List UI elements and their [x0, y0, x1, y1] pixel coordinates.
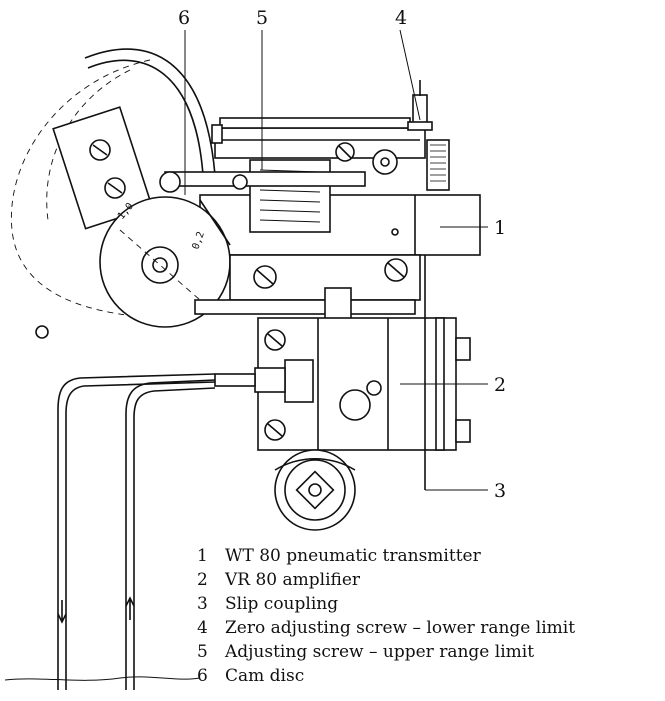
adjust-screw-5-slot	[338, 145, 352, 159]
legend-text-2: VR 80 amplifier	[224, 570, 361, 590]
top-bar	[219, 117, 411, 129]
ground-line	[4, 676, 201, 681]
plate-screw-bottom-slot	[107, 182, 123, 194]
legend-num-4: 4	[197, 618, 208, 638]
legend-text-4: Zero adjusting screw – lower range limit	[225, 618, 575, 638]
bottom-rail	[194, 299, 416, 315]
amplifier-tab-top	[455, 337, 471, 361]
slip-coupling-ring	[284, 459, 346, 521]
knurl-lines	[430, 144, 446, 182]
amp-inlet	[254, 367, 286, 393]
lever-arm	[164, 171, 366, 187]
callout-1: 1	[494, 217, 506, 239]
legend-text-3: Slip coupling	[225, 594, 338, 614]
zero-screw-nut	[407, 121, 433, 131]
cam-hub	[141, 246, 179, 284]
rail-bracket	[324, 287, 352, 321]
legend-text-6: Cam disc	[225, 666, 304, 686]
legend-num-1: 1	[197, 546, 208, 566]
callout-6: 6	[178, 7, 190, 29]
curved-tube-outer	[84, 48, 216, 176]
amp-lever-disc	[339, 389, 371, 421]
coupling-wire	[274, 457, 356, 471]
legend-num-3: 3	[197, 594, 208, 614]
pipe-fitting	[214, 373, 256, 387]
cam-hole	[152, 257, 168, 273]
legend-text-5: Adjusting screw – upper range limit	[224, 642, 534, 662]
amp-nozzle-block	[284, 359, 314, 403]
knurled-wheel	[426, 139, 450, 191]
coupling-shaft	[295, 470, 335, 510]
amp-screw-bottom-slot	[267, 423, 283, 437]
lever-pivot-right	[372, 149, 398, 175]
leader-4	[399, 29, 421, 121]
cam-guide-dash	[119, 229, 201, 301]
amplifier-tab-bottom	[455, 419, 471, 443]
coupling-centre	[308, 483, 322, 497]
left-post	[211, 124, 223, 144]
supply-pipe-1-inner	[65, 381, 216, 690]
supply-pipe-2-inner	[133, 387, 216, 690]
lower-screw-left-slot	[256, 269, 274, 285]
supply-pipe-1-outer	[57, 373, 216, 690]
lever-pivot-left	[159, 171, 181, 193]
amp-screw-top-slot	[267, 333, 283, 347]
swing-arc	[10, 59, 191, 319]
lever-pivot-mid	[232, 174, 248, 190]
flow-arrow-up	[125, 596, 135, 620]
lower-screw-right-slot	[387, 262, 405, 278]
reference-circle	[35, 325, 49, 339]
legend-text-1: WT 80 pneumatic transmitter	[225, 546, 482, 566]
cam-pointer	[199, 199, 231, 246]
body-pin	[391, 228, 399, 236]
amp-lever-screw	[366, 380, 382, 396]
curved-tube-inner	[87, 59, 204, 176]
transmitter-body	[199, 194, 481, 256]
legend-num-6: 6	[197, 666, 208, 686]
callout-3: 3	[494, 480, 506, 502]
callout-4: 4	[395, 7, 407, 29]
legend: 1 WT 80 pneumatic transmitter 2 VR 80 am…	[197, 546, 575, 686]
legend-num-5: 5	[197, 642, 208, 662]
lever-pivot-right-hole	[380, 157, 390, 167]
callout-2: 2	[494, 374, 506, 396]
supply-pipe-2-outer	[125, 379, 216, 690]
callout-5: 5	[256, 7, 268, 29]
plate-screw-top-slot	[92, 144, 108, 156]
legend-num-2: 2	[197, 570, 208, 590]
flow-arrow-down	[57, 600, 67, 624]
